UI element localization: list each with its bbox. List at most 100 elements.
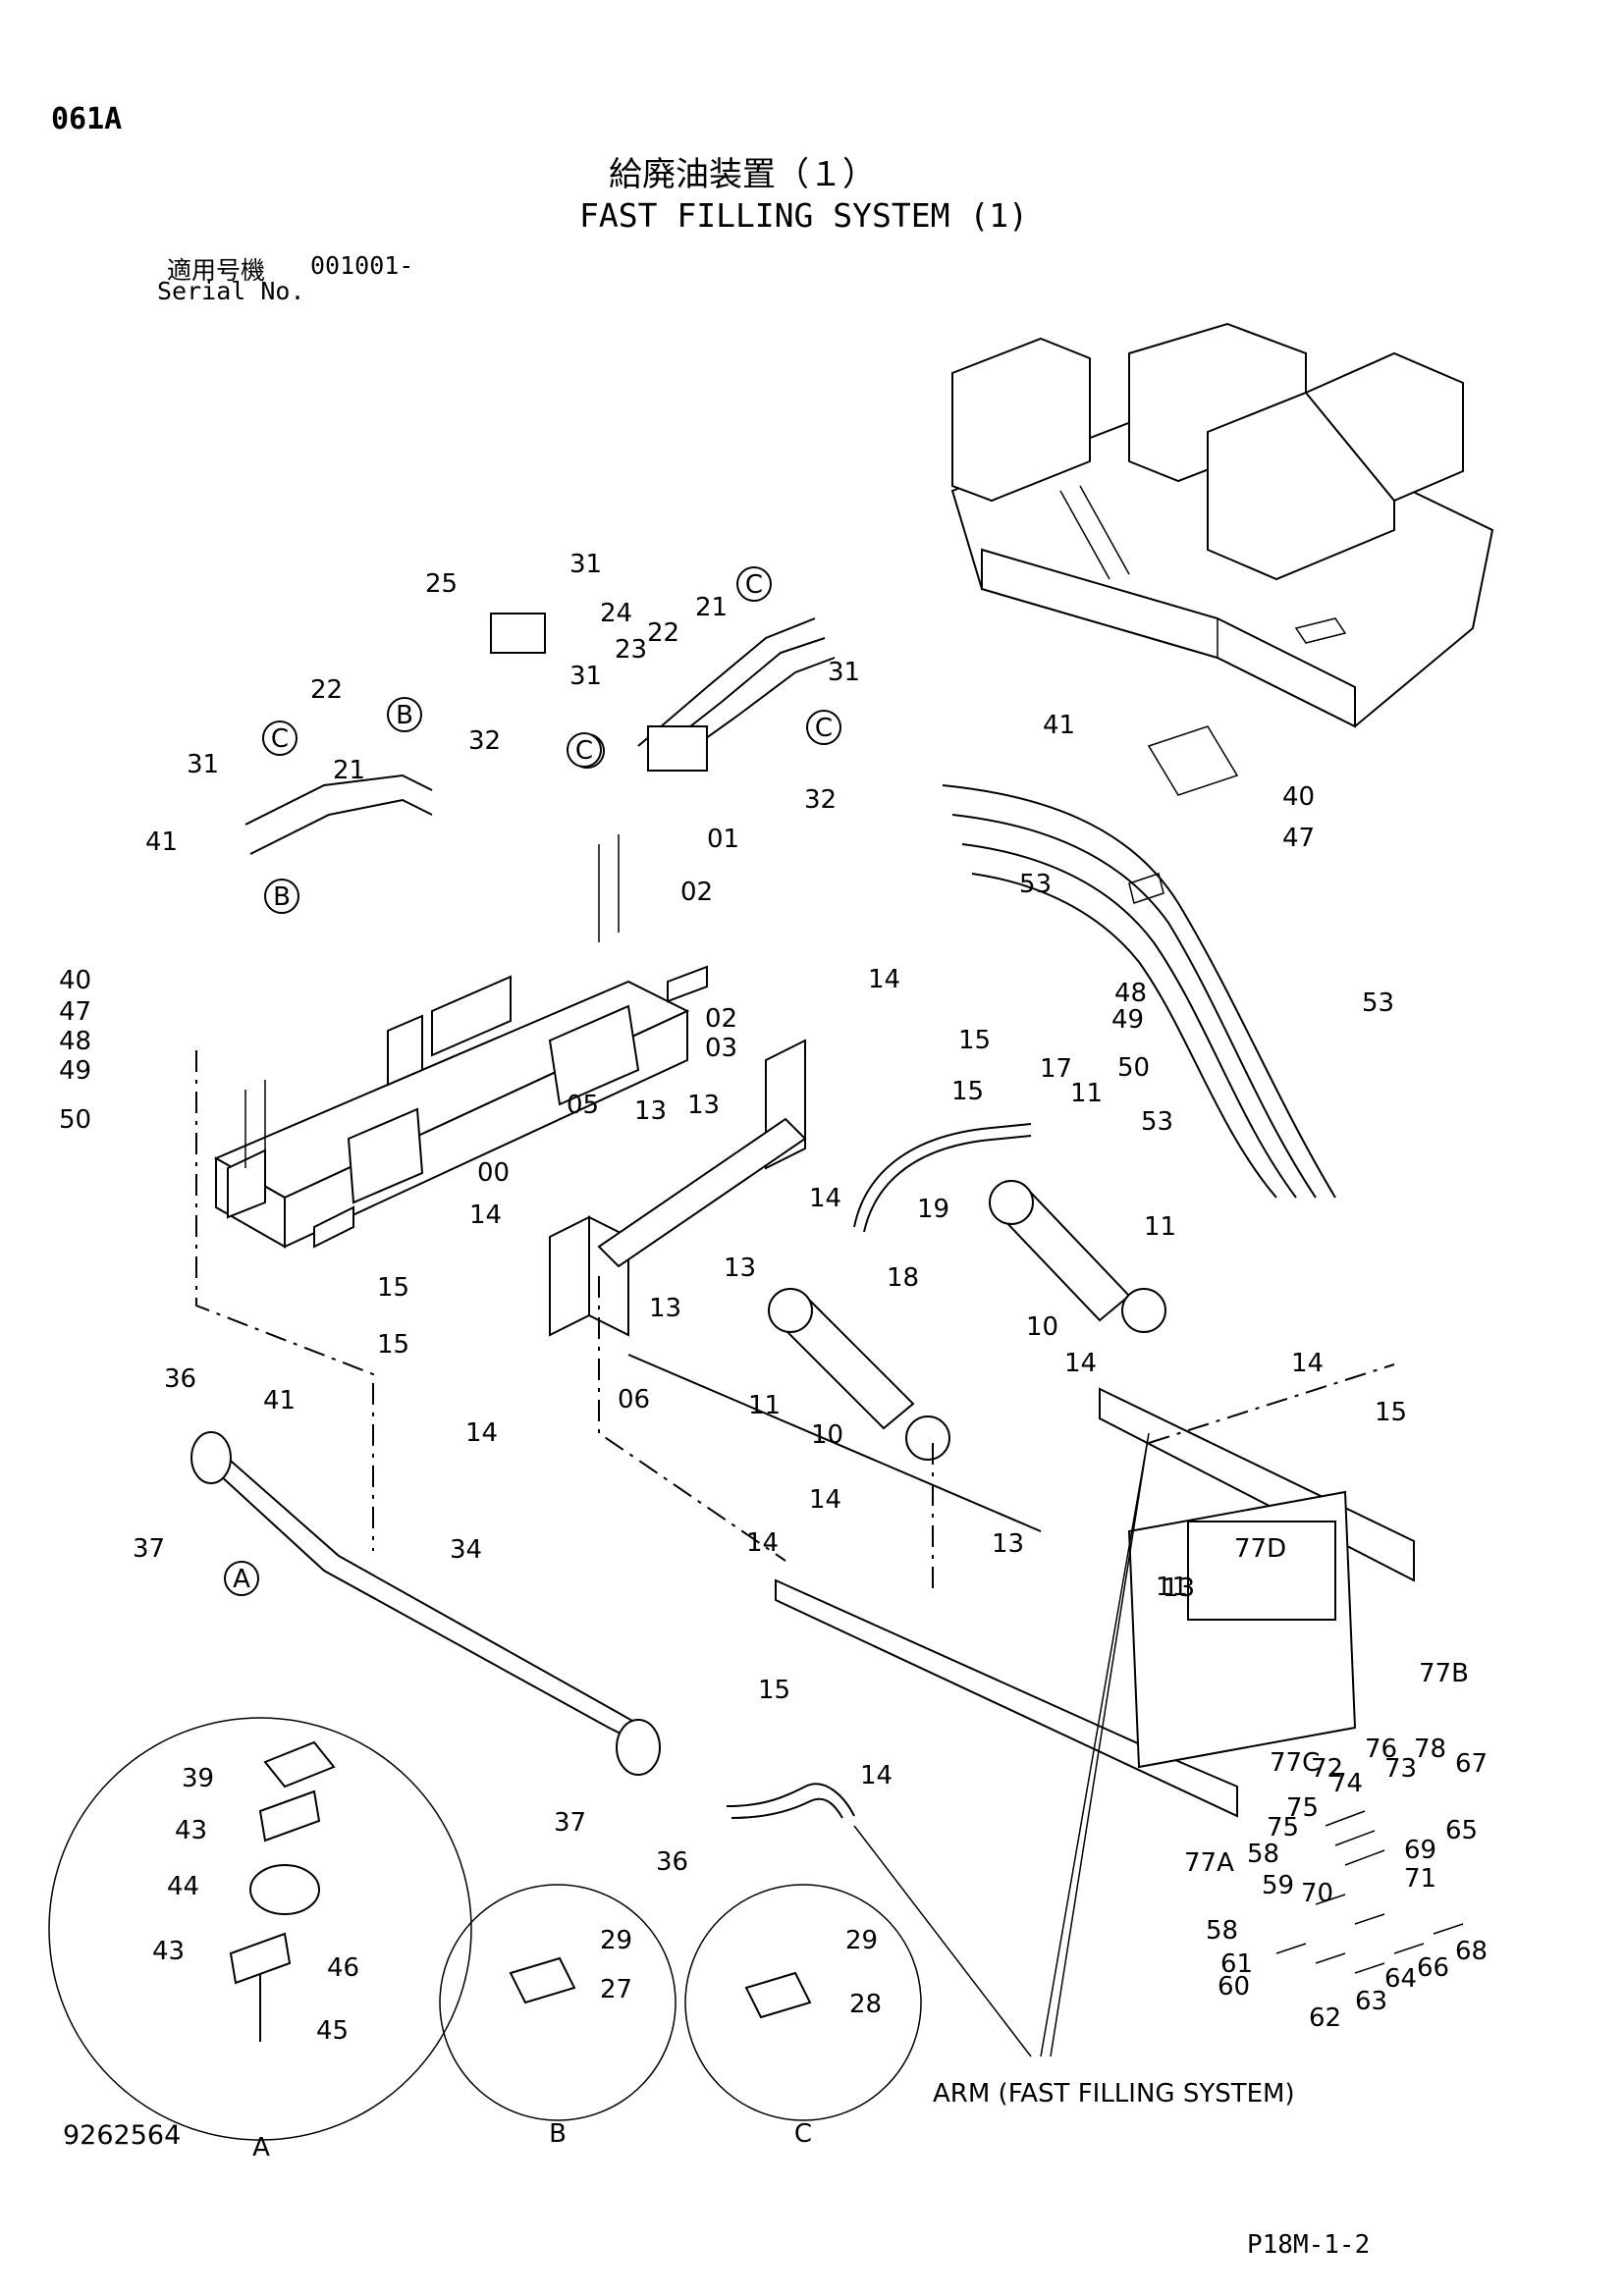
callout-group: 2531243121222331223221314132010240474849… — [59, 550, 1488, 2046]
callout-14: 14 — [1064, 1349, 1097, 1378]
callout-15: 15 — [958, 1026, 991, 1055]
callout-01: 01 — [707, 825, 739, 854]
callout-78: 78 — [1414, 1735, 1446, 1764]
callout-13: 13 — [1163, 1574, 1195, 1603]
callout-75: 75 — [1286, 1793, 1319, 1823]
callout-13: 13 — [724, 1254, 756, 1283]
letter-markers: CBCBBCCA — [224, 566, 841, 1596]
letter-marker-C: C — [745, 570, 763, 600]
callout-10: 10 — [811, 1420, 843, 1450]
callout-29: 29 — [600, 1926, 632, 1955]
callout-13: 13 — [649, 1294, 681, 1323]
callout-53: 53 — [1019, 870, 1052, 899]
callout-14: 14 — [868, 965, 900, 994]
callout-14: 14 — [860, 1761, 893, 1790]
callout-50: 50 — [59, 1105, 91, 1135]
callout-22: 22 — [310, 675, 343, 705]
callout-75: 75 — [1267, 1813, 1299, 1842]
callout-77B: 77B — [1419, 1659, 1469, 1688]
letter-marker-A: A — [233, 1565, 250, 1594]
small-parts — [1275, 1810, 1464, 1974]
callout-31: 31 — [569, 550, 602, 579]
callout-15: 15 — [758, 1676, 790, 1705]
callout-37: 37 — [133, 1534, 165, 1564]
callout-47: 47 — [1282, 824, 1315, 853]
detail-circles — [48, 1717, 922, 2141]
callout-34: 34 — [450, 1535, 482, 1565]
letter-marker-C: C — [575, 736, 593, 766]
callout-13: 13 — [687, 1091, 720, 1120]
callout-21: 21 — [333, 756, 365, 785]
callout-44: 44 — [167, 1872, 199, 1901]
callout-49: 49 — [59, 1056, 91, 1086]
callout-50: 50 — [1117, 1053, 1150, 1083]
callout-41: 41 — [263, 1386, 296, 1415]
callout-17: 17 — [1040, 1054, 1072, 1084]
callout-22: 22 — [647, 618, 679, 648]
callout-10: 10 — [1026, 1312, 1058, 1342]
callout-67: 67 — [1455, 1749, 1488, 1779]
callout-77A: 77A — [1184, 1848, 1234, 1878]
callout-14: 14 — [809, 1184, 841, 1213]
callout-11: 11 — [1156, 1573, 1188, 1602]
callout-45: 45 — [316, 2016, 349, 2046]
letter-marker-C: C — [815, 714, 833, 743]
callout-43: 43 — [152, 1937, 185, 1966]
serial-label-jp: 適用号機 — [167, 256, 266, 285]
callout-36: 36 — [656, 1847, 688, 1877]
hose-bundle — [942, 725, 1336, 1199]
callout-14: 14 — [1291, 1349, 1324, 1378]
detail-label: C — [794, 2119, 812, 2149]
callout-02: 02 — [680, 878, 713, 907]
callout-43: 43 — [175, 1816, 207, 1845]
callout-32: 32 — [804, 785, 837, 815]
callout-61: 61 — [1220, 1949, 1253, 1979]
leader-lines — [195, 1050, 1395, 2057]
callout-27: 27 — [600, 1975, 632, 2004]
callout-24: 24 — [600, 599, 632, 628]
letter-marker-circle — [736, 566, 772, 602]
crossbeam — [213, 834, 708, 1249]
callout-15: 15 — [377, 1330, 409, 1360]
letter-marker-B: B — [273, 882, 291, 912]
callout-14: 14 — [465, 1418, 498, 1448]
callout-77D: 77D — [1234, 1534, 1286, 1564]
callout-41: 41 — [145, 828, 178, 857]
callout-29: 29 — [845, 1926, 878, 1955]
callout-28: 28 — [849, 1990, 882, 2019]
callout-31: 31 — [569, 662, 602, 691]
letter-marker-circle — [567, 732, 602, 768]
callout-19: 19 — [917, 1195, 949, 1224]
letter-marker-circle — [264, 879, 299, 914]
callout-68: 68 — [1455, 1937, 1488, 1966]
letter-marker-circle — [806, 710, 841, 745]
callout-32: 32 — [468, 726, 501, 756]
callout-11: 11 — [748, 1391, 781, 1420]
serial-value: 001001- — [310, 251, 414, 280]
callout-14: 14 — [469, 1201, 502, 1230]
callout-72: 72 — [1311, 1754, 1343, 1784]
letter-marker-circle — [224, 1561, 259, 1596]
callout-74: 74 — [1330, 1769, 1363, 1798]
callout-58: 58 — [1247, 1840, 1279, 1869]
callout-76: 76 — [1365, 1735, 1397, 1764]
doc-number: 9262564 — [63, 2120, 182, 2151]
callout-41: 41 — [1043, 711, 1075, 740]
callout-46: 46 — [327, 1953, 359, 1983]
callout-15: 15 — [1375, 1398, 1407, 1427]
callout-21: 21 — [695, 593, 728, 622]
callout-62: 62 — [1309, 2003, 1341, 2033]
callout-15: 15 — [377, 1273, 409, 1303]
callout-66: 66 — [1417, 1953, 1449, 1983]
callout-73: 73 — [1384, 1754, 1417, 1784]
callout-14: 14 — [746, 1528, 779, 1558]
callout-48: 48 — [59, 1027, 91, 1056]
callout-11: 11 — [1144, 1212, 1176, 1242]
callout-31: 31 — [828, 658, 860, 687]
callout-31: 31 — [187, 750, 219, 779]
arm-beams — [627, 1354, 1415, 1818]
callout-39: 39 — [182, 1764, 214, 1793]
callout-15: 15 — [951, 1077, 984, 1106]
